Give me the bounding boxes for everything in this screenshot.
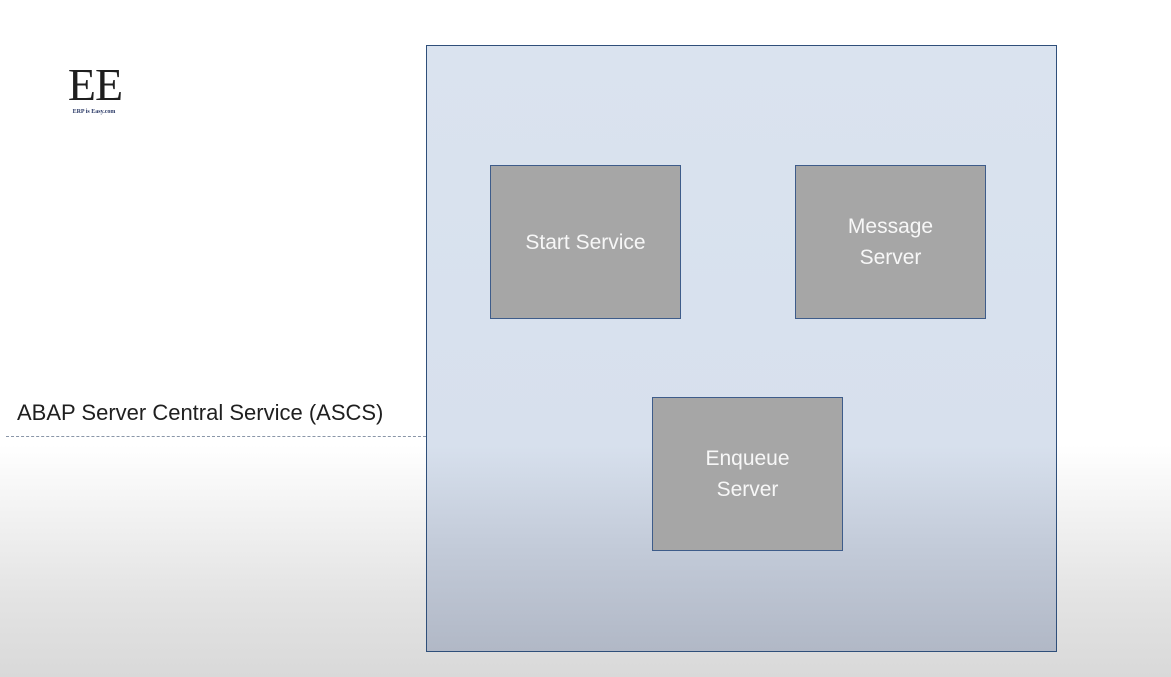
message-server-box: Message Server bbox=[795, 165, 986, 319]
message-server-label-line-2: Server bbox=[859, 246, 922, 269]
enqueue-server-label-line-1: Enqueue bbox=[705, 447, 790, 470]
logo-mark: EE bbox=[67, 59, 123, 110]
start-service-label: Start Service bbox=[525, 230, 646, 254]
enqueue-server-label-line-2: Server bbox=[716, 478, 779, 501]
logo-tagline: ERP is Easy.com bbox=[72, 109, 116, 115]
ascs-label: ABAP Server Central Service (ASCS) bbox=[17, 400, 384, 425]
dashed-connector-line bbox=[6, 436, 426, 437]
enqueue-server-box: Enqueue Server bbox=[652, 397, 843, 551]
message-server-label-line-1: Message bbox=[847, 215, 934, 238]
ascs-container-box: Start Service Message Server Enqueue Ser… bbox=[426, 45, 1057, 652]
start-service-box: Start Service bbox=[490, 165, 681, 319]
erp-is-easy-logo: EE ERP is Easy.com bbox=[60, 62, 130, 116]
